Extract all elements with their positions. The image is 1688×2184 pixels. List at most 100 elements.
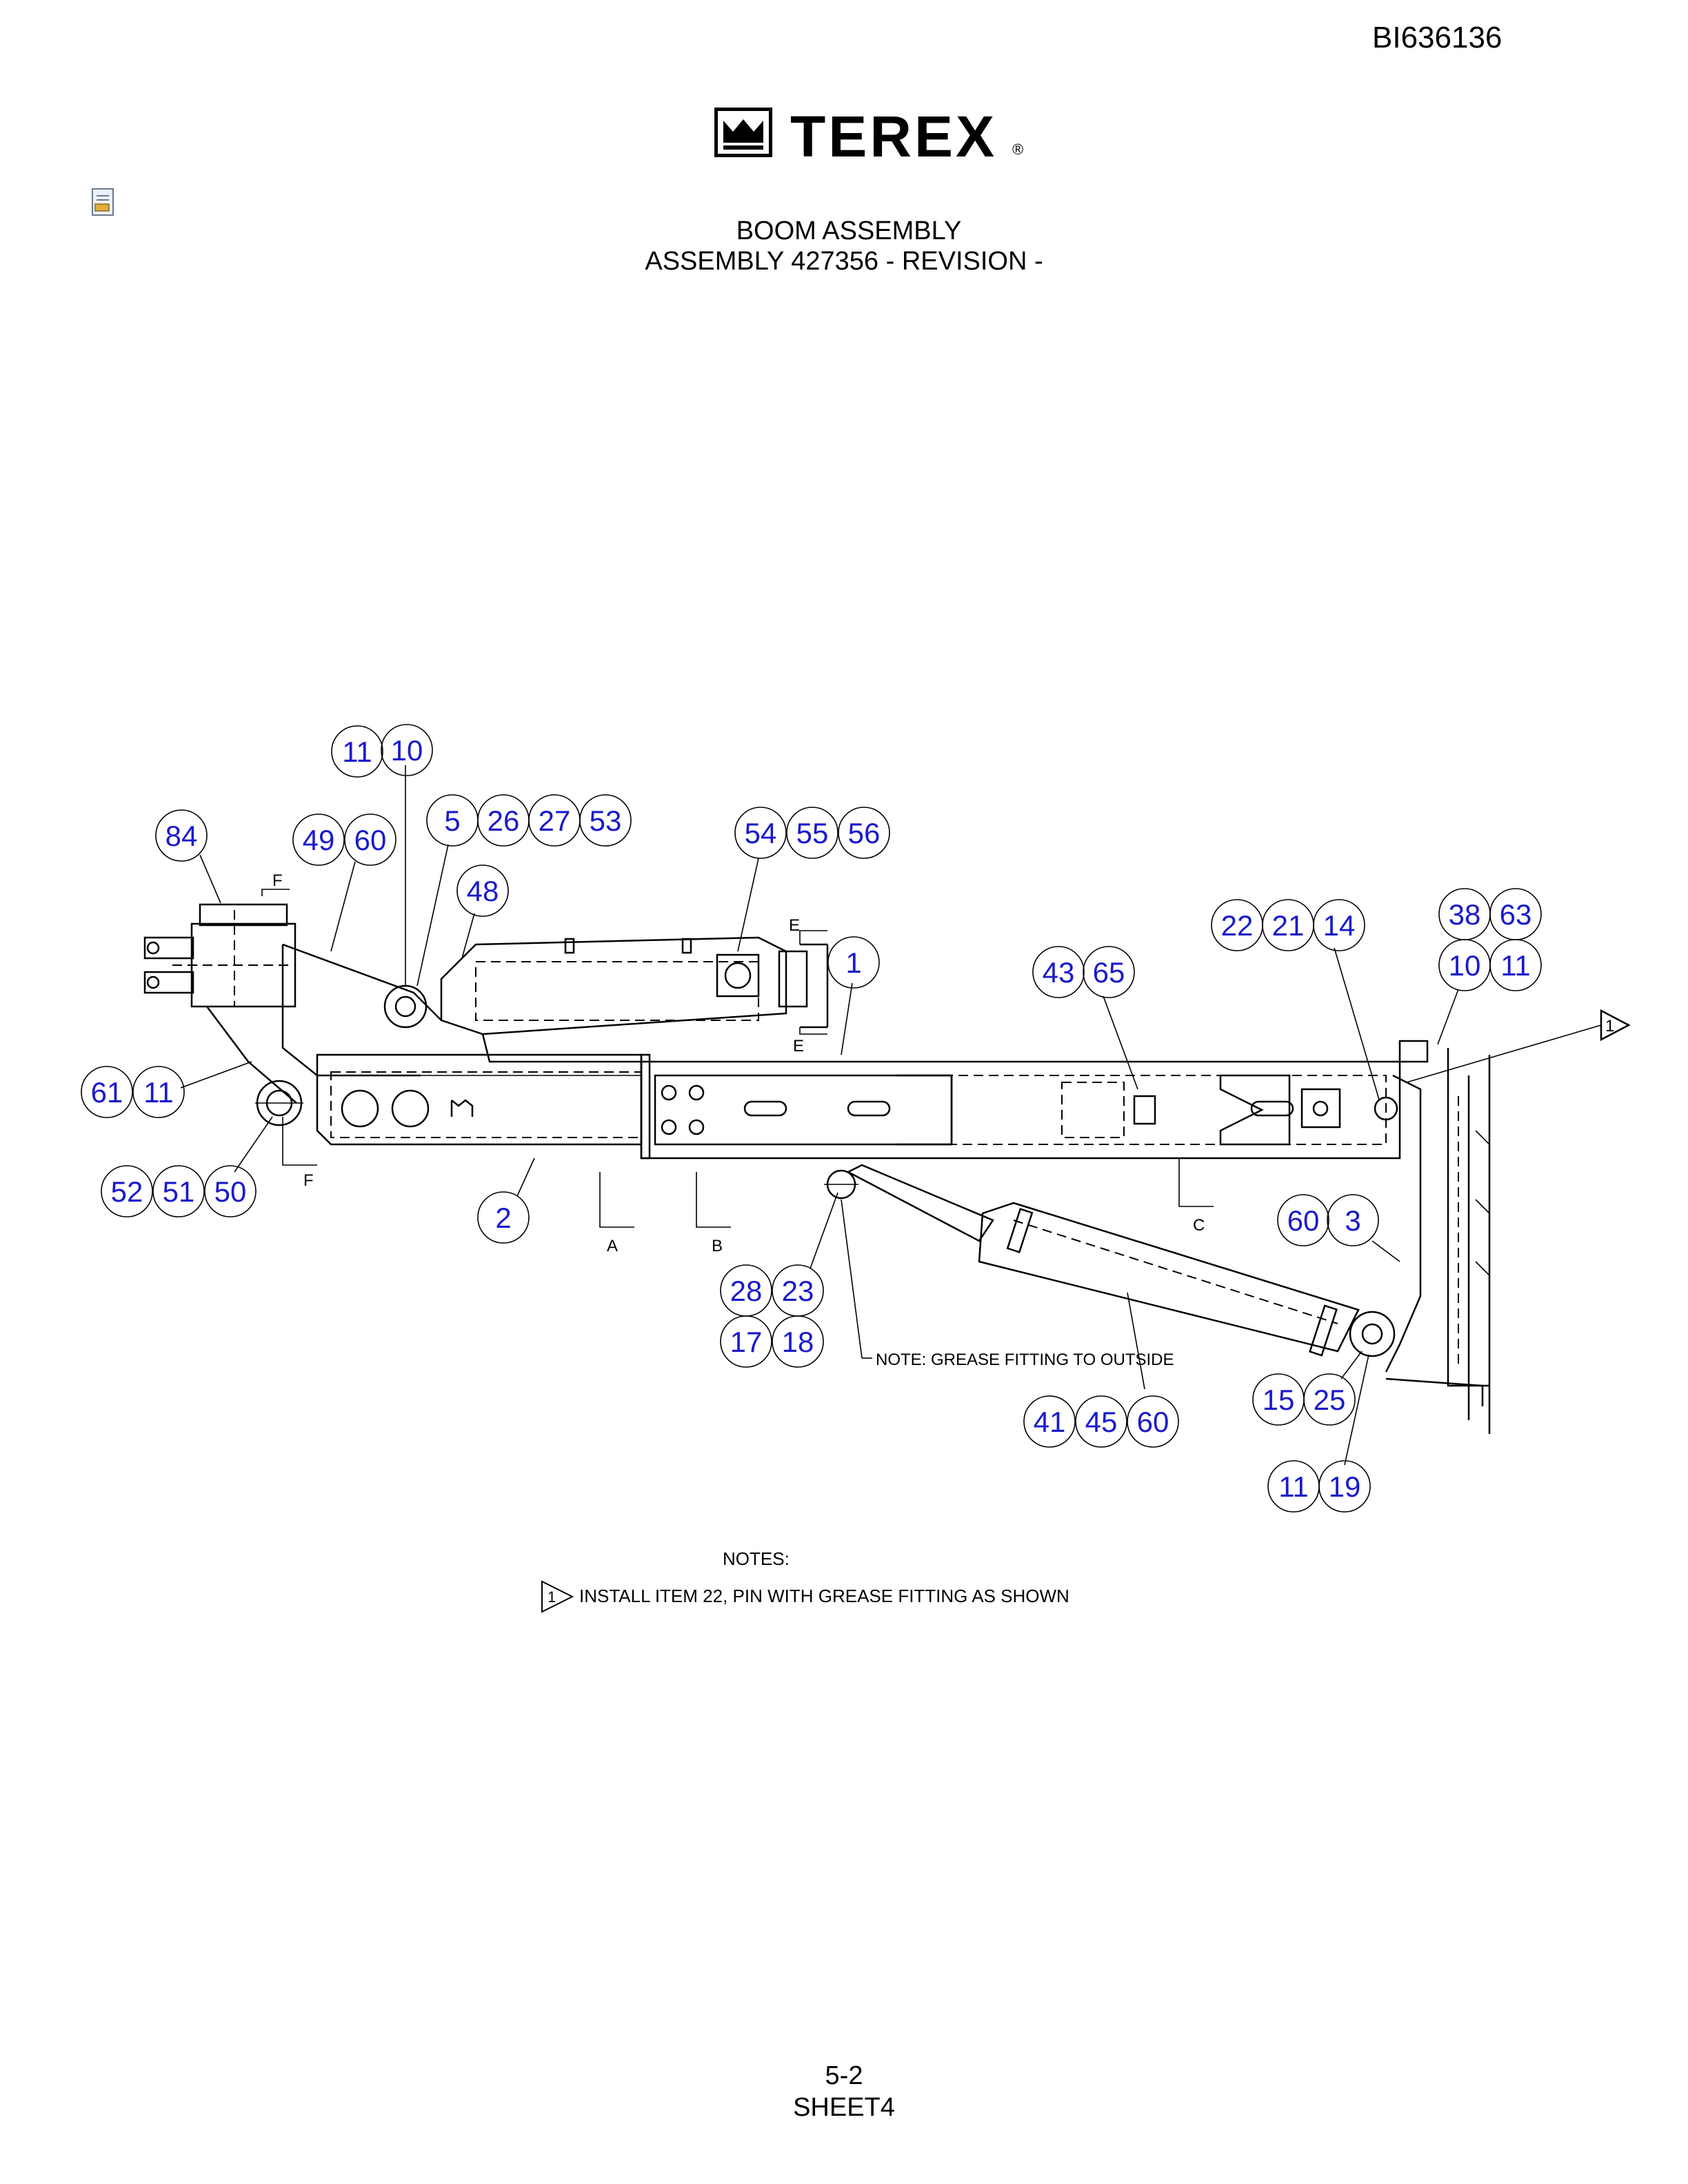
- svg-text:60: 60: [354, 824, 387, 856]
- svg-text:11: 11: [342, 736, 372, 768]
- balloon-23: 23: [772, 1264, 824, 1317]
- balloon-25: 25: [1303, 1373, 1356, 1426]
- page-number: 5-2: [825, 2061, 863, 2090]
- note-flag-number: 1: [1605, 1017, 1614, 1035]
- svg-text:15: 15: [1263, 1384, 1295, 1416]
- balloon-51: 51: [152, 1165, 205, 1217]
- boom-base-section: [316, 1053, 643, 1146]
- svg-text:53: 53: [590, 805, 622, 837]
- svg-text:65: 65: [1093, 956, 1125, 989]
- svg-text:50: 50: [214, 1175, 247, 1208]
- svg-text:21: 21: [1272, 909, 1305, 942]
- balloon-45: 45: [1075, 1395, 1127, 1448]
- upper-cylinder: [383, 936, 829, 1063]
- balloon-54: 54: [734, 807, 787, 859]
- svg-text:26: 26: [488, 805, 520, 837]
- section-c-label: C: [1193, 1216, 1205, 1235]
- leader-lines: [180, 765, 1459, 1466]
- svg-text:11: 11: [1278, 1470, 1309, 1503]
- balloon-48: 48: [456, 865, 509, 917]
- balloon-52: 52: [101, 1165, 153, 1217]
- section-a-label: A: [607, 1237, 618, 1255]
- svg-text:41: 41: [1034, 1406, 1066, 1438]
- svg-text:84: 84: [165, 820, 198, 852]
- balloon-15: 15: [1252, 1373, 1305, 1426]
- balloon-55: 55: [786, 807, 838, 859]
- registered-mark: ®: [1012, 141, 1024, 158]
- svg-text:27: 27: [539, 805, 571, 837]
- svg-text:11: 11: [1500, 949, 1531, 982]
- svg-text:51: 51: [163, 1175, 195, 1208]
- section-e-top-label: E: [789, 916, 800, 935]
- svg-text:25: 25: [1314, 1384, 1346, 1416]
- svg-text:14: 14: [1323, 909, 1356, 942]
- svg-text:43: 43: [1043, 956, 1075, 989]
- balloon-10: 10: [381, 724, 433, 776]
- balloon-84: 84: [155, 809, 208, 862]
- balloon-5: 5: [426, 794, 479, 847]
- svg-text:19: 19: [1329, 1470, 1361, 1503]
- svg-text:45: 45: [1085, 1406, 1118, 1438]
- balloon-1: 1: [827, 936, 880, 989]
- balloon-63: 63: [1489, 888, 1542, 940]
- balloon-61: 61: [81, 1066, 133, 1118]
- section-b-label: B: [712, 1237, 723, 1255]
- document-icon[interactable]: [90, 188, 117, 218]
- balloon-60: 60: [1127, 1395, 1179, 1448]
- balloon-65: 65: [1083, 946, 1135, 998]
- balloon-60: 60: [344, 813, 396, 866]
- balloon-18: 18: [772, 1315, 824, 1368]
- logo-text: TEREX: [790, 104, 998, 169]
- note-flag-marker: 1: [1406, 1009, 1631, 1083]
- svg-text:63: 63: [1500, 898, 1532, 931]
- svg-text:54: 54: [745, 817, 777, 849]
- balloon-22: 22: [1211, 899, 1263, 951]
- balloon-27: 27: [528, 794, 581, 847]
- balloon-53: 53: [579, 794, 632, 847]
- note-1-marker: 1: [541, 1580, 574, 1613]
- balloon-49: 49: [292, 813, 345, 866]
- balloon-28: 28: [720, 1264, 772, 1317]
- svg-text:60: 60: [1137, 1406, 1169, 1438]
- svg-text:10: 10: [391, 734, 423, 767]
- item-balloons: 11 10 84 49 60 5 26 27 53 54 55 56 48 1 …: [81, 724, 1542, 1513]
- section-e-bottom-label: E: [793, 1037, 804, 1055]
- balloon-10: 10: [1438, 939, 1491, 991]
- balloon-11: 11: [132, 1066, 185, 1118]
- document-id: BI636136: [1372, 21, 1503, 54]
- balloon-19: 19: [1318, 1460, 1371, 1513]
- balloon-2: 2: [477, 1191, 530, 1244]
- svg-text:55: 55: [796, 817, 829, 849]
- notes-heading: NOTES:: [723, 1548, 790, 1569]
- section-markers: A B C E E F F: [261, 871, 1214, 1255]
- svg-text:1: 1: [547, 1588, 556, 1606]
- balloon-43: 43: [1032, 946, 1085, 998]
- svg-text:48: 48: [467, 875, 499, 907]
- assembly-subtitle: ASSEMBLY 427356 - REVISION -: [645, 247, 1043, 276]
- section-f-bottom-label: F: [303, 1171, 314, 1190]
- terex-logo: TEREX ®: [714, 104, 1032, 169]
- svg-text:18: 18: [782, 1326, 814, 1358]
- svg-text:5: 5: [444, 805, 460, 837]
- balloon-56: 56: [838, 807, 890, 859]
- svg-text:60: 60: [1287, 1204, 1320, 1237]
- balloon-21: 21: [1262, 899, 1314, 951]
- svg-text:17: 17: [730, 1326, 763, 1358]
- balloon-26: 26: [477, 794, 530, 847]
- svg-text:52: 52: [111, 1175, 143, 1208]
- main-boom-tube: [640, 1053, 1401, 1160]
- balloon-41: 41: [1023, 1395, 1076, 1448]
- svg-text:11: 11: [143, 1076, 174, 1109]
- page-title: BOOM ASSEMBLY: [736, 216, 962, 245]
- svg-text:3: 3: [1345, 1204, 1360, 1237]
- svg-text:1: 1: [845, 947, 861, 979]
- balloon-14: 14: [1313, 899, 1365, 951]
- balloon-11: 11: [1489, 939, 1542, 991]
- svg-text:61: 61: [91, 1076, 123, 1109]
- balloon-3: 3: [1327, 1194, 1379, 1246]
- sheet-number: SHEET4: [793, 2093, 895, 2122]
- svg-text:10: 10: [1449, 949, 1481, 982]
- balloon-38: 38: [1438, 888, 1491, 940]
- grease-fitting-note: NOTE: GREASE FITTING TO OUTSIDE: [876, 1351, 1174, 1369]
